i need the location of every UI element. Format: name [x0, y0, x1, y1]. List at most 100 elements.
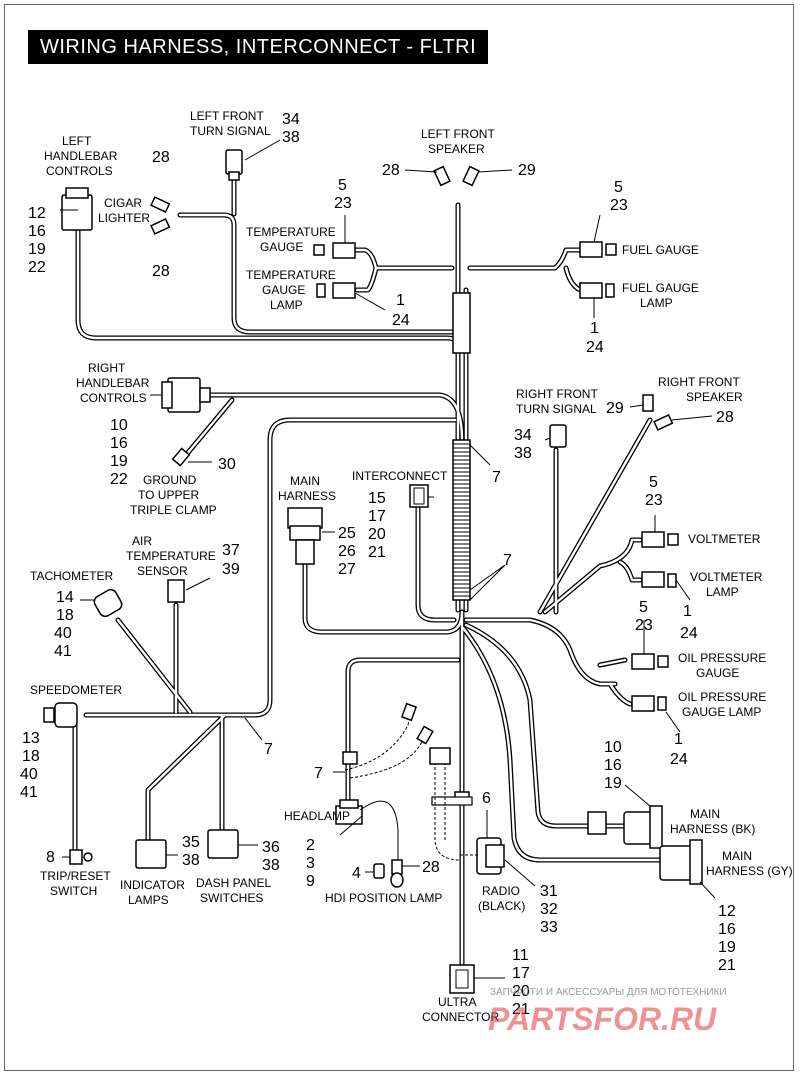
cigar-lighter-label-1: CIGAR: [104, 196, 142, 210]
temp-gauge-label-2: GAUGE: [260, 240, 303, 254]
watermark-logo: PARTSFOR.RU: [488, 1001, 717, 1037]
ultra-num-4: 21: [512, 1001, 530, 1018]
right-handlebar-label-1: RIGHT: [88, 361, 126, 375]
tachometer-label: TACHOMETER: [30, 569, 113, 583]
right-handlebar-num-2: 16: [110, 435, 128, 452]
main-bk-num-2: 16: [604, 757, 622, 774]
main-gy-label-2: HARNESS (GY): [706, 864, 793, 878]
left-handlebar-label-3: CONTROLS: [46, 164, 113, 178]
temp-lamp-num-1: 1: [396, 292, 405, 309]
right-handlebar-num-3: 19: [110, 453, 128, 470]
tachometer-num-2: 18: [56, 607, 74, 624]
air-temp-label-3: SENSOR: [137, 564, 188, 578]
right-handlebar-label-2: HANDLEBAR: [76, 376, 150, 390]
main-harness-num-3: 27: [338, 561, 356, 578]
left-handlebar-num-2: 16: [28, 223, 46, 240]
right-speaker-num-1: 29: [606, 400, 624, 417]
oil-gauge-num-2: 23: [635, 617, 653, 634]
dash-num-1: 36: [262, 839, 280, 856]
temp-gauge-num-2: 23: [334, 195, 352, 212]
page-title: WIRING HARNESS, INTERCONNECT - FLTRI: [28, 30, 489, 64]
cigar-num-2: 28: [152, 263, 170, 280]
left-handlebar-num-3: 19: [28, 241, 46, 258]
watermark: ЗАПЧАСТИ И АКСЕССУАРЫ ДЛЯ МОТОТЕХНИКИ PA…: [488, 987, 727, 1037]
main-bk-num-3: 19: [604, 775, 622, 792]
fuel-lamp-label-1: FUEL GAUGE: [622, 281, 699, 295]
headlamp-num-2: 3: [306, 855, 315, 872]
ultra-label-2: CONNECTOR: [422, 1010, 499, 1024]
left-speaker-label-1: LEFT FRONT: [421, 127, 495, 141]
ground-label-3: TRIPLE CLAMP: [130, 503, 217, 517]
main-harness-num-2: 26: [338, 543, 356, 560]
main-bk-num-1: 10: [604, 739, 622, 756]
hdi-num-2: 28: [422, 859, 440, 876]
trip-num: 8: [46, 849, 55, 866]
ground-label-2: TO UPPER: [138, 488, 199, 502]
interconnect-num-2: 17: [368, 508, 386, 525]
interconnect-num-3: 20: [368, 526, 386, 543]
connectors: [43, 149, 703, 994]
radio-label-1: RADIO: [482, 884, 520, 898]
right-turn-label-2: TURN SIGNAL: [516, 402, 597, 416]
fuel-lamp-label-2: LAMP: [640, 296, 673, 310]
callout-7-c: 7: [264, 741, 273, 758]
temp-gauge-label-1: TEMPERATURE: [246, 225, 336, 239]
temp-lamp-label-2: GAUGE: [262, 283, 305, 297]
watermark-line-1: ЗАПЧАСТИ И АКСЕССУАРЫ ДЛЯ МОТОТЕХНИКИ: [490, 987, 727, 998]
voltmeter-num-2: 23: [645, 492, 663, 509]
oil-lamp-label-2: GAUGE LAMP: [682, 705, 761, 719]
main-bk-label-1: MAIN: [690, 807, 720, 821]
cigar-lighter-label-2: LIGHTER: [98, 211, 150, 225]
ultra-num-2: 17: [512, 965, 530, 982]
ground-label-1: GROUND: [143, 473, 197, 487]
dash-label-2: SWITCHES: [200, 891, 263, 905]
left-handlebar-label-1: LEFT: [62, 134, 92, 148]
speedometer-num-1: 13: [22, 730, 40, 747]
main-harness-label-2: HARNESS: [278, 489, 336, 503]
radio-num-3: 33: [540, 919, 558, 936]
main-harness-num-1: 25: [338, 525, 356, 542]
voltmeter-lamp-num-1: 1: [683, 603, 692, 620]
radio-num-1: 31: [540, 883, 558, 900]
callout-6: 6: [482, 790, 491, 807]
left-handlebar-num-1: 12: [28, 205, 46, 222]
main-harness-label-1: MAIN: [290, 474, 320, 488]
temp-gauge-num-1: 5: [338, 177, 347, 194]
left-speaker-label-2: SPEAKER: [428, 142, 485, 156]
right-speaker-label-1: RIGHT FRONT: [658, 375, 740, 389]
voltmeter-label: VOLTMETER: [688, 532, 761, 546]
ground-num: 30: [218, 456, 236, 473]
dash-label-1: DASH PANEL: [196, 876, 271, 890]
speedometer-label: SPEEDOMETER: [30, 683, 122, 697]
oil-lamp-num-1: 1: [674, 731, 683, 748]
ultra-num-1: 11: [512, 947, 529, 964]
indicator-label-1: INDICATOR: [120, 878, 185, 892]
dash-num-2: 38: [262, 857, 280, 874]
radio-num-2: 32: [540, 901, 558, 918]
speedometer-num-4: 41: [20, 784, 38, 801]
speedometer-num-3: 40: [20, 766, 38, 783]
right-turn-num-2: 38: [514, 445, 532, 462]
dashed-routing: [344, 702, 461, 861]
callout-7-b: 7: [503, 552, 512, 569]
interconnect-label: INTERCONNECT: [352, 469, 448, 483]
air-temp-num-1: 37: [222, 542, 240, 559]
callout-7-d: 7: [314, 765, 323, 782]
voltmeter-lamp-label-2: LAMP: [706, 585, 739, 599]
speedometer-num-2: 18: [22, 748, 40, 765]
air-temp-label-2: TEMPERATURE: [126, 549, 216, 563]
diagram-frame: [4, 4, 794, 1071]
ultra-label-1: ULTRA: [438, 995, 476, 1009]
cigar-num-1: 28: [152, 149, 170, 166]
headlamp-num-1: 2: [306, 837, 315, 854]
indicator-num-1: 35: [182, 834, 200, 851]
headlamp-num-3: 9: [306, 873, 315, 890]
fuel-lamp-num-2: 24: [586, 339, 604, 356]
fuel-gauge-num-2: 23: [610, 197, 628, 214]
left-handlebar-label-2: HANDLEBAR: [44, 149, 118, 163]
temp-lamp-num-2: 24: [392, 312, 410, 329]
oil-gauge-label-2: GAUGE: [696, 666, 739, 680]
hdi-label: HDI POSITION LAMP: [325, 891, 442, 905]
left-speaker-num-2: 29: [518, 162, 536, 179]
